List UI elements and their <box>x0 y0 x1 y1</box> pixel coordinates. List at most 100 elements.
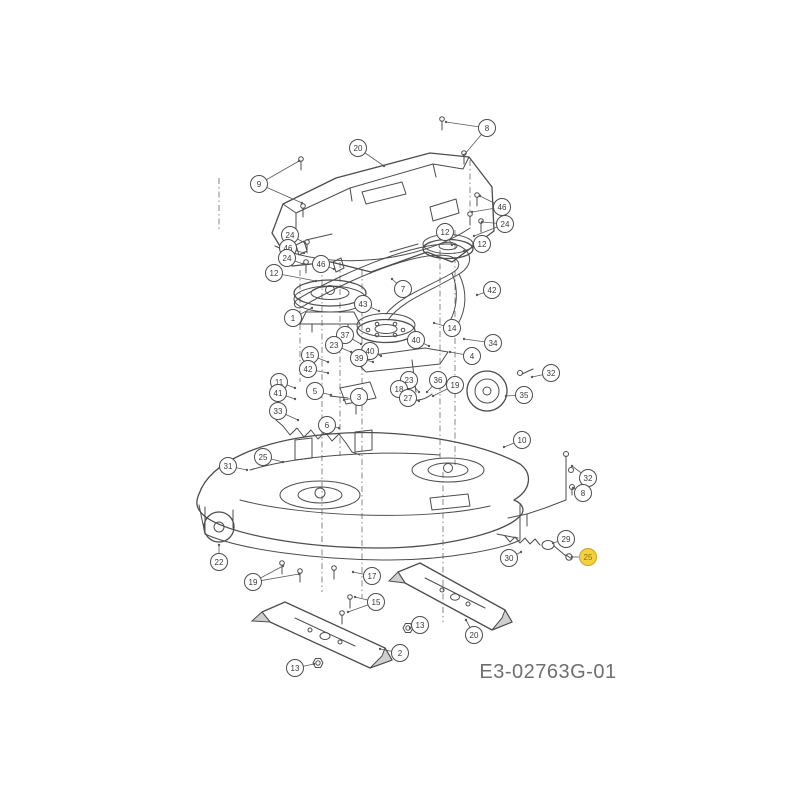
callout-balloon-30[interactable]: 30 <box>500 549 518 567</box>
callout-balloon-12[interactable]: 12 <box>436 223 454 241</box>
callout-balloon-36[interactable]: 36 <box>429 371 447 389</box>
callout-balloon-3[interactable]: 3 <box>350 388 368 406</box>
callout-balloon-14[interactable]: 14 <box>443 319 461 337</box>
callout-leader-tip <box>353 595 357 599</box>
deck-shell-art <box>196 429 529 561</box>
callout-balloon-22[interactable]: 22 <box>210 553 228 571</box>
assembly-alignment-lines <box>218 160 471 622</box>
callout-balloon-34[interactable]: 34 <box>484 334 502 352</box>
callout-leader-tip <box>314 279 318 283</box>
svg-text:40: 40 <box>366 347 375 356</box>
svg-text:13: 13 <box>291 664 300 673</box>
svg-text:12: 12 <box>478 240 487 249</box>
svg-text:32: 32 <box>547 369 556 378</box>
callout-balloon-46[interactable]: 46 <box>493 198 511 216</box>
svg-text:33: 33 <box>274 407 283 416</box>
svg-text:8: 8 <box>581 489 586 498</box>
callout-balloon-5[interactable]: 5 <box>306 382 324 400</box>
callout-leader-tip <box>342 398 346 402</box>
callout-balloon-12[interactable]: 12 <box>473 235 491 253</box>
callout-balloon-10[interactable]: 10 <box>513 431 531 449</box>
callout-balloon-32[interactable]: 32 <box>542 364 560 382</box>
callout-leader-tip <box>462 249 466 253</box>
drive-belt-art <box>293 243 471 325</box>
callout-balloon-41[interactable]: 41 <box>269 384 287 402</box>
callout-balloon-23[interactable]: 23 <box>325 336 343 354</box>
callout-balloon-12[interactable]: 12 <box>265 264 283 282</box>
callout-balloon-8[interactable]: 8 <box>574 484 592 502</box>
callout-balloon-selected-25[interactable]: 25 <box>579 548 597 566</box>
svg-text:15: 15 <box>306 351 315 360</box>
callout-balloon-6[interactable]: 6 <box>318 416 336 434</box>
callout-leader-tip <box>432 321 436 325</box>
callout-leader-tip <box>462 337 466 341</box>
callout-balloon-20[interactable]: 20 <box>465 626 483 644</box>
callout-balloon-2[interactable]: 2 <box>391 644 409 662</box>
callout-balloon-29[interactable]: 29 <box>557 530 575 548</box>
callout-balloon-1[interactable]: 1 <box>284 309 302 327</box>
svg-text:24: 24 <box>283 254 292 263</box>
callout-balloon-31[interactable]: 31 <box>219 457 237 475</box>
callout-leader-tip <box>301 262 305 266</box>
callout-leader-tip <box>530 375 534 379</box>
svg-text:39: 39 <box>355 354 364 363</box>
callout-balloon-32[interactable]: 32 <box>579 469 597 487</box>
callout-balloon-13[interactable]: 13 <box>411 616 429 634</box>
callout-leader-tip <box>326 360 330 364</box>
callout-leader-tip <box>470 210 474 214</box>
callout-balloon-46[interactable]: 46 <box>312 255 330 273</box>
callout-balloon-25[interactable]: 25 <box>254 448 272 466</box>
tension-spring-art <box>275 419 361 456</box>
rear-hanger-rod-art <box>507 451 575 527</box>
callout-leader-tip <box>425 390 429 394</box>
callout-leader-tip <box>571 486 575 490</box>
callout-leader-tip <box>351 570 355 574</box>
callout-balloon-15[interactable]: 15 <box>367 593 385 611</box>
callout-balloon-43[interactable]: 43 <box>354 295 372 313</box>
callout-balloon-40[interactable]: 40 <box>407 331 425 349</box>
svg-text:14: 14 <box>448 324 457 333</box>
svg-text:24: 24 <box>286 231 295 240</box>
callout-leader-tip <box>417 399 421 403</box>
callout-balloon-13[interactable]: 13 <box>286 659 304 677</box>
callout-leader-tip <box>444 120 448 124</box>
callout-leader-tip <box>519 550 523 554</box>
svg-text:37: 37 <box>341 331 350 340</box>
callout-balloon-9[interactable]: 9 <box>250 175 268 193</box>
callout-leader-tip <box>472 234 476 238</box>
callout-balloon-35[interactable]: 35 <box>515 386 533 404</box>
callout-leader-tip <box>450 243 454 247</box>
deck-wheel-art <box>203 506 235 543</box>
callout-leader-tip <box>217 543 221 547</box>
callout-balloon-24[interactable]: 24 <box>278 249 296 267</box>
callout-balloon-4[interactable]: 4 <box>463 347 481 365</box>
callout-leader-tip <box>390 277 394 281</box>
svg-text:5: 5 <box>313 387 318 396</box>
svg-text:19: 19 <box>451 381 460 390</box>
callout-leader-tip <box>570 555 574 559</box>
callout-leader-tip <box>349 350 353 354</box>
callout-leader-tip <box>431 394 435 398</box>
callout-balloon-8[interactable]: 8 <box>478 119 496 137</box>
svg-text:22: 22 <box>215 558 224 567</box>
callout-balloon-33[interactable]: 33 <box>269 402 287 420</box>
callout-balloon-19[interactable]: 19 <box>446 376 464 394</box>
svg-text:13: 13 <box>416 621 425 630</box>
callout-balloon-42[interactable]: 42 <box>483 281 501 299</box>
svg-text:18: 18 <box>395 385 404 394</box>
callout-leader-tip <box>329 393 333 397</box>
svg-text:2: 2 <box>398 649 403 658</box>
svg-text:19: 19 <box>249 578 258 587</box>
callout-balloon-27[interactable]: 27 <box>399 389 417 407</box>
callout-balloon-7[interactable]: 7 <box>394 280 412 298</box>
callout-balloon-19[interactable]: 19 <box>244 573 262 591</box>
callout-balloon-24[interactable]: 24 <box>496 215 514 233</box>
callout-balloon-42[interactable]: 42 <box>299 360 317 378</box>
callout-balloon-39[interactable]: 39 <box>350 349 368 367</box>
callout-balloon-17[interactable]: 17 <box>363 567 381 585</box>
callout-leader-tip <box>300 201 304 205</box>
callout-leader-tip <box>427 344 431 348</box>
callout-balloon-20[interactable]: 20 <box>349 139 367 157</box>
